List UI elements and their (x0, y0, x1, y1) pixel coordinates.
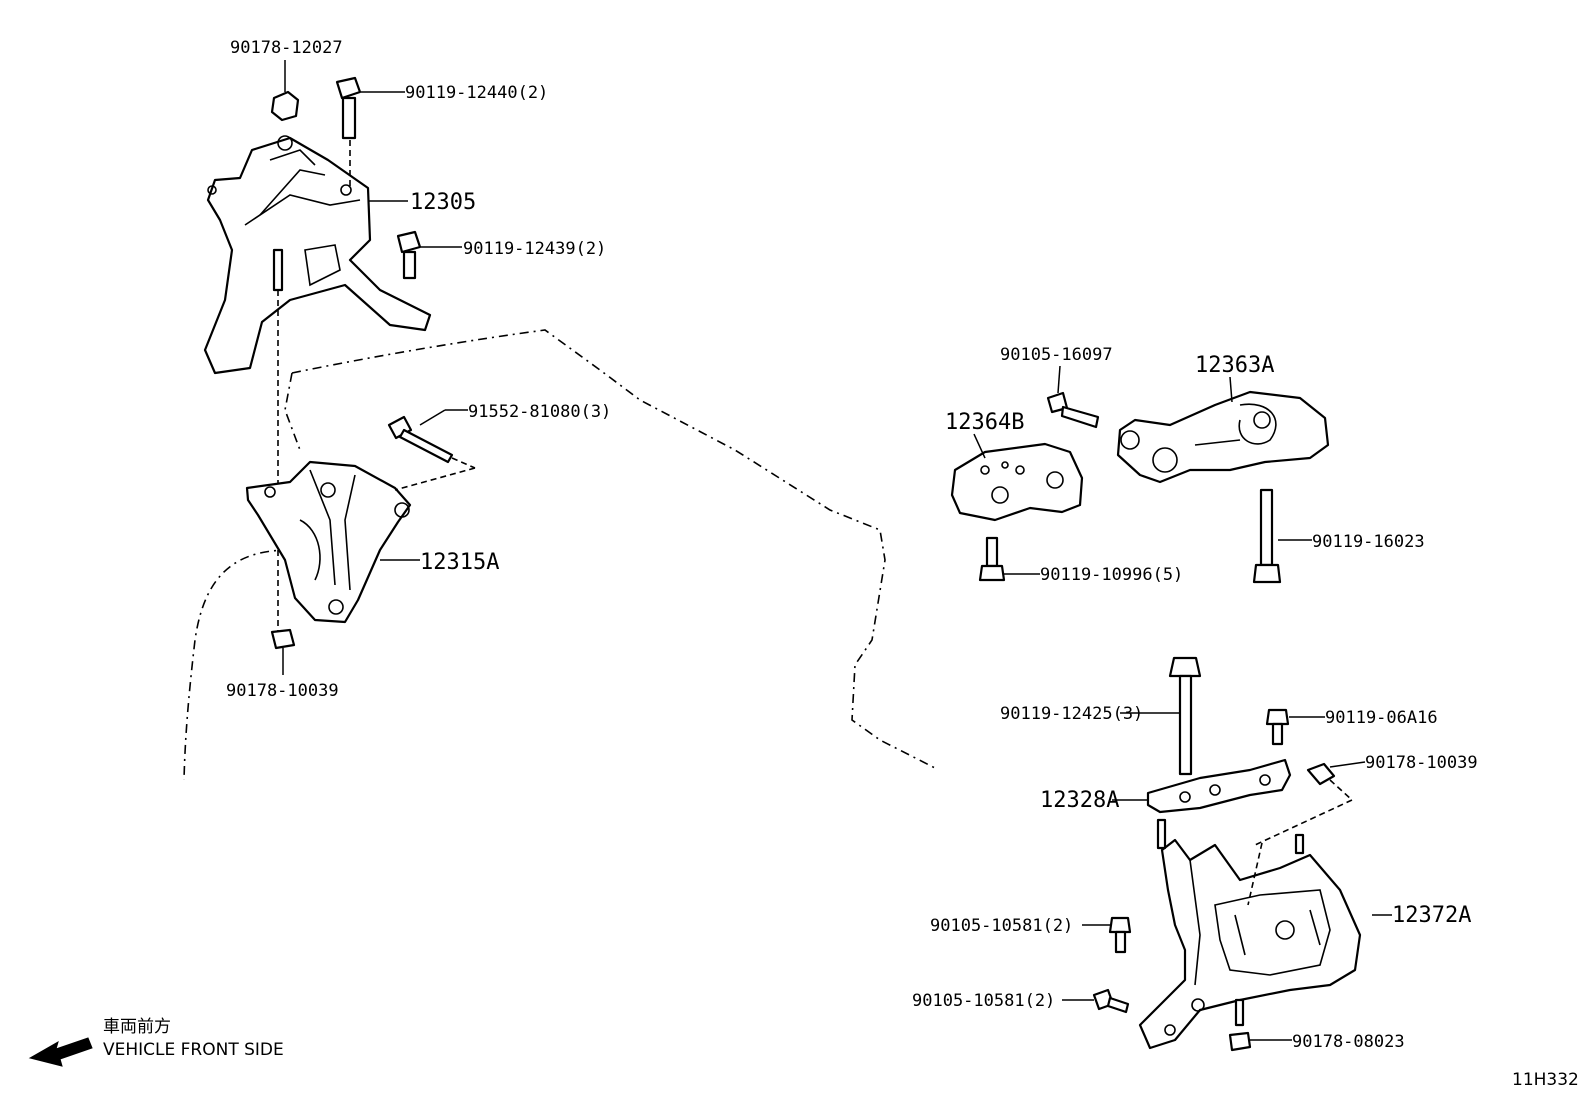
bolt-90105-16097 (1046, 365, 1100, 429)
label-90119-16023: 90119-16023 (1312, 532, 1425, 552)
bracket-12364B (950, 433, 1084, 522)
nut-90178-12027 (270, 60, 300, 122)
bolt-91552-81080 (387, 409, 476, 491)
transmission-mount-12372A (1138, 818, 1392, 1050)
label-90178-12027: 90178-12027 (230, 38, 343, 58)
nut-90178-10039-right (1306, 761, 1366, 801)
bolt-90119-06A16 (1265, 708, 1325, 746)
label-90105-10581-a: 90105-10581(2) (930, 916, 1073, 936)
label-90119-06A16: 90119-06A16 (1325, 708, 1438, 728)
label-12363A: 12363A (1195, 353, 1274, 378)
label-90119-10996: 90119-10996(5) (1040, 565, 1183, 585)
arrow-left-icon (28, 1037, 93, 1067)
direction-label-jp: 車両前方 (103, 1017, 171, 1037)
label-90178-08023: 90178-08023 (1292, 1032, 1405, 1052)
engine-outline (183, 329, 936, 781)
direction-label-en: VEHICLE FRONT SIDE (103, 1040, 284, 1060)
label-90119-12425: 90119-12425(3) (1000, 704, 1143, 724)
label-12305: 12305 (410, 190, 476, 215)
vehicle-front-indicator: 車両前方 VEHICLE FRONT SIDE (28, 1017, 284, 1067)
label-90119-12439: 90119-12439(2) (463, 239, 606, 259)
label-90119-12440: 90119-12440(2) (405, 83, 548, 103)
figure-code: 11H332 (1512, 1070, 1579, 1090)
torque-rod-12363A (1116, 376, 1330, 484)
bolt-90119-12425 (1120, 656, 1202, 776)
bracket-12315A (245, 460, 420, 624)
bolt-90119-16023 (1252, 488, 1312, 584)
bolt-90119-12440 (335, 76, 405, 190)
bolt-90105-10581-a (1082, 916, 1132, 954)
label-12372A: 12372A (1392, 903, 1471, 928)
nut-90178-10039-left (270, 628, 296, 675)
plate-12328A (1112, 758, 1292, 814)
label-12315A: 12315A (420, 550, 499, 575)
label-12364B: 12364B (945, 410, 1024, 435)
nut-90178-08023 (1228, 998, 1292, 1052)
label-12328A: 12328A (1040, 788, 1119, 813)
engine-mount-12305 (203, 135, 432, 375)
label-90178-10039-right: 90178-10039 (1365, 753, 1478, 773)
label-90105-16097: 90105-16097 (1000, 345, 1113, 365)
bolt-90119-12439 (396, 230, 462, 280)
label-90178-10039-left: 90178-10039 (226, 681, 339, 701)
bolt-90119-10996 (978, 536, 1040, 582)
label-90105-10581-b: 90105-10581(2) (912, 991, 1055, 1011)
bolt-90105-10581-b (1062, 988, 1130, 1014)
label-91552-81080: 91552-81080(3) (468, 402, 611, 422)
